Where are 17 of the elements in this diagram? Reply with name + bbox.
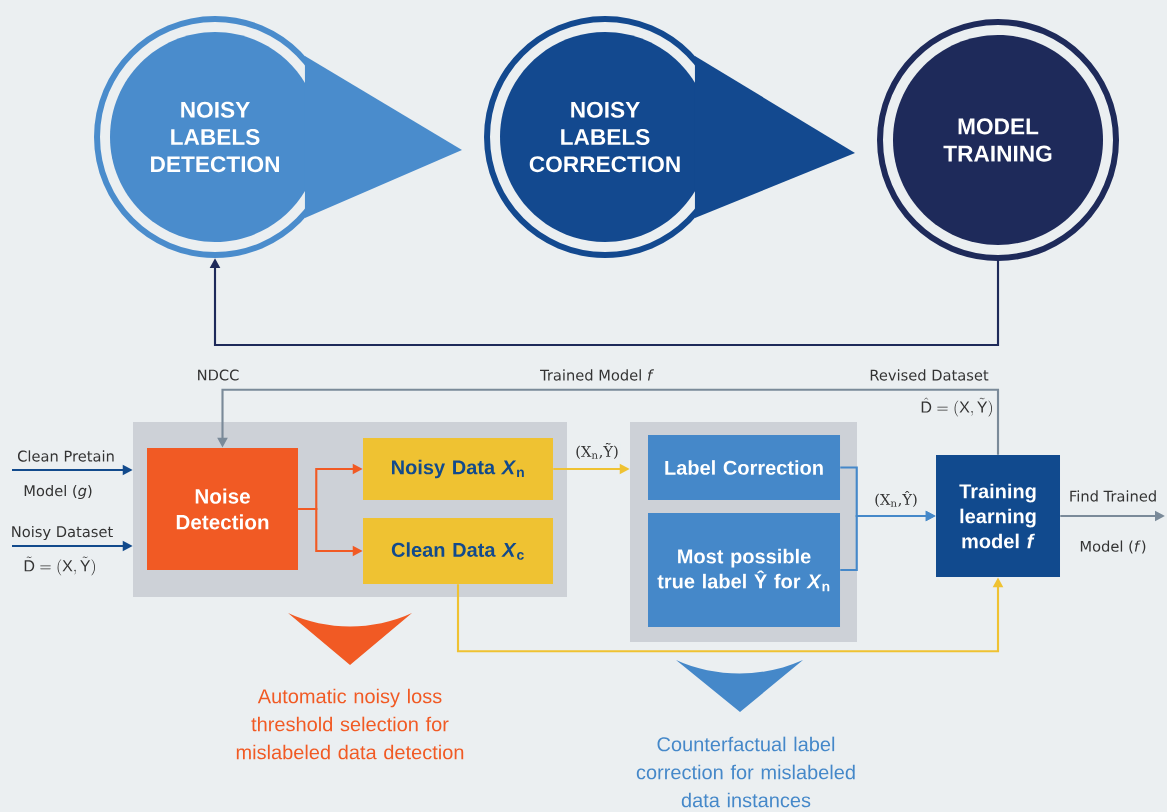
process-box: Most possible true label Ŷ for X$_{n}$ [648, 513, 840, 627]
arrow [217, 388, 1000, 455]
label-text: Model (f) [1080, 540, 1146, 554]
caption-text: Counterfactual label correction for mislabeled data instances [636, 736, 855, 808]
chevron-arrow [304, 56, 462, 218]
formula-label: $\hat{\mathrm{D}}=(\mathrm{X},\tilde{\mathrm{Y}})$ [921, 397, 992, 417]
process-box: Noise Detection [147, 448, 298, 570]
label-text: Revised Dataset [870, 369, 989, 381]
label-text: NDCC [198, 369, 239, 381]
process-box: Clean Data X$_{c}$ [363, 518, 553, 584]
process-box: Label Correction [648, 435, 840, 500]
chevron-arrow [694, 56, 855, 218]
process-box: Noisy Data X$_{n}$ [363, 438, 553, 500]
process-box: Training learning model f [936, 455, 1060, 577]
caption-text: Automatic noisy loss threshold selection for mislabeled data detection [236, 688, 464, 760]
label-text: Model (g) [24, 484, 92, 500]
formula-label: $\tilde{\mathrm{D}}=(\mathrm{X},\tilde{\mathrm{Y}})$ [24, 556, 95, 576]
